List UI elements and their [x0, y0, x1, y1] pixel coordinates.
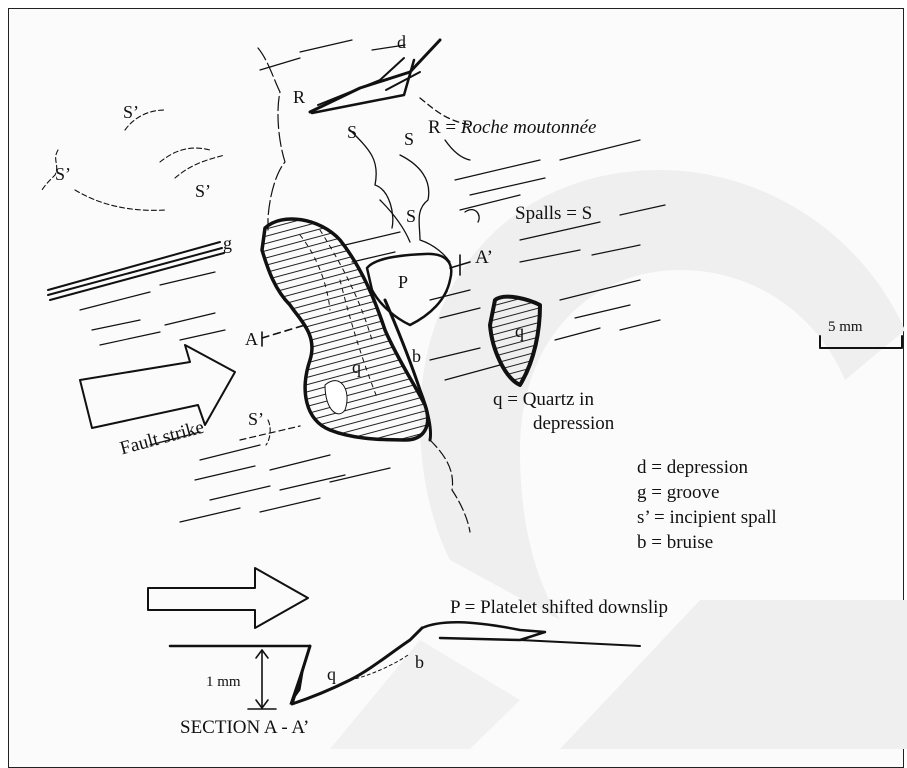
label-s-prime-2: S’ — [55, 165, 71, 183]
legend-roche-term: Roche moutonnée — [461, 117, 597, 138]
legend-spalls: Spalls = S — [515, 204, 592, 223]
incipient-spalls — [42, 110, 270, 445]
legend-groove: g = groove — [637, 483, 719, 502]
roche-moutonnee-shape — [260, 40, 440, 113]
label-scale-5mm: 5 mm — [828, 320, 863, 335]
label-r: R — [293, 88, 305, 106]
label-b-section: b — [415, 653, 424, 671]
legend-bruise: b = bruise — [637, 533, 713, 552]
label-section-a-a-prime: SECTION A - A’ — [180, 718, 309, 737]
label-q-left: q — [352, 358, 361, 376]
label-a-prime: A’ — [475, 248, 493, 267]
crack-line — [258, 48, 285, 230]
section-arrow — [148, 568, 308, 628]
fault-strike-arrow — [80, 345, 235, 428]
label-s-3: S — [406, 207, 416, 225]
section-line-a-prime — [450, 255, 470, 275]
label-p: P — [398, 273, 408, 291]
legend-incipient-spall: s’ = incipient spall — [637, 508, 777, 527]
label-s-prime-4: S’ — [248, 410, 264, 428]
legend-platelet: P = Platelet shifted downslip — [450, 598, 668, 617]
legend-roche-prefix: R = — [428, 117, 461, 138]
label-a: A — [245, 330, 258, 348]
label-b-main: b — [412, 347, 421, 365]
label-s-prime-1: S’ — [123, 103, 139, 121]
cross-section-profile — [170, 622, 640, 704]
scale-bar-5mm — [820, 336, 902, 348]
label-s-prime-3: S’ — [195, 182, 211, 200]
groove-lines — [48, 242, 224, 300]
section-line-a — [262, 325, 305, 338]
label-scale-1mm: 1 mm — [206, 675, 241, 690]
legend-quartz-line1: q = Quartz in — [493, 390, 594, 409]
label-q-section: q — [327, 665, 336, 683]
legend-roche-moutonnee: R = Roche moutonnée — [428, 118, 596, 137]
label-d: d — [397, 33, 406, 51]
label-s-1: S — [347, 123, 357, 141]
legend-depression: d = depression — [637, 458, 748, 477]
legend-quartz-line2: depression — [533, 414, 614, 433]
scale-bar-1mm — [240, 646, 282, 709]
label-s-2: S — [404, 130, 414, 148]
label-g: g — [223, 234, 232, 252]
label-q-right: q — [515, 322, 524, 340]
